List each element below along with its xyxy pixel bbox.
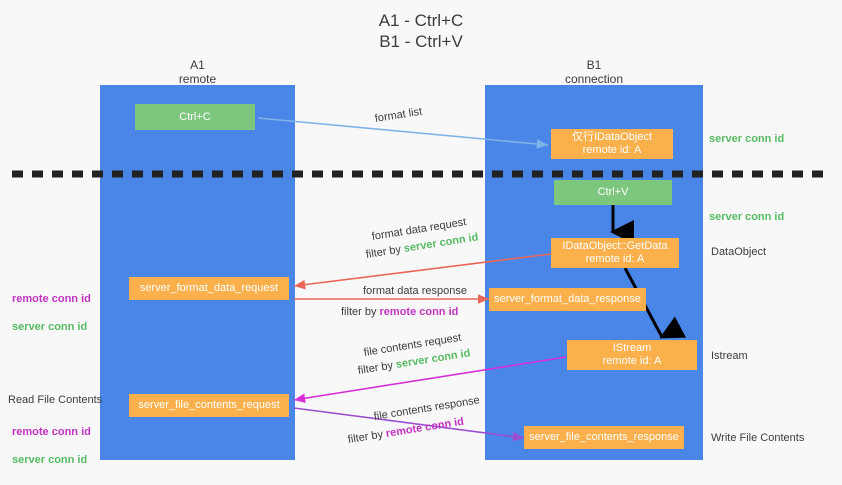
left-label-group-1: remote conn id server conn id xyxy=(12,278,91,348)
box-idataobject-getdata[interactable]: IDataObject::GetData remote id: A xyxy=(551,238,679,268)
filter-by-label: filter by xyxy=(341,306,380,318)
left-label-remote-conn-id-2: remote conn id xyxy=(12,426,91,438)
annotation-format-data-response-filter: filter by remote conn id xyxy=(341,305,458,320)
lane-header-a1: A1 remote xyxy=(178,58,217,86)
right-label-istream: Istream xyxy=(711,350,748,362)
right-label-server-conn-id-2: server conn id xyxy=(709,211,785,223)
left-label-server-conn-id-2: server conn id xyxy=(12,454,88,466)
left-label-read-file-contents: Read File Contents xyxy=(8,394,103,406)
remote-conn-id-token: remote conn id xyxy=(379,306,459,318)
left-label-remote-conn-id-1: remote conn id xyxy=(12,293,91,305)
right-label-dataobject: DataObject xyxy=(711,246,767,258)
box-server-file-contents-request[interactable]: server_file_contents_request xyxy=(129,394,289,417)
left-label-group-2: remote conn id server conn id xyxy=(12,411,91,481)
box-idataobject-offer[interactable]: 仅行IDataObject remote id: A xyxy=(551,129,673,159)
right-label-write-file-contents: Write File Contents xyxy=(711,432,805,444)
box-istream[interactable]: IStream remote id: A xyxy=(567,340,697,370)
filter-by-label: filter by xyxy=(364,243,405,261)
page-title: A1 - Ctrl+C B1 - Ctrl+V xyxy=(378,11,464,51)
annotation-format-data-response: format data response xyxy=(363,285,467,297)
left-label-server-conn-id-1: server conn id xyxy=(12,321,88,333)
filter-by-label: filter by xyxy=(356,359,397,377)
box-ctrl-c[interactable]: Ctrl+C xyxy=(135,104,255,130)
box-ctrl-v[interactable]: Ctrl+V xyxy=(554,180,672,205)
lane-header-b1: B1 connection xyxy=(564,58,624,86)
box-server-format-data-response[interactable]: server_format_data_response xyxy=(489,288,646,311)
filter-by-label: filter by xyxy=(346,428,387,446)
box-server-file-contents-response[interactable]: server_file_contents_response xyxy=(524,426,684,449)
box-server-format-data-request[interactable]: server_format_data_request xyxy=(129,277,289,300)
annotation-format-list: format list xyxy=(373,105,423,125)
right-label-server-conn-id-1: server conn id xyxy=(709,133,785,145)
